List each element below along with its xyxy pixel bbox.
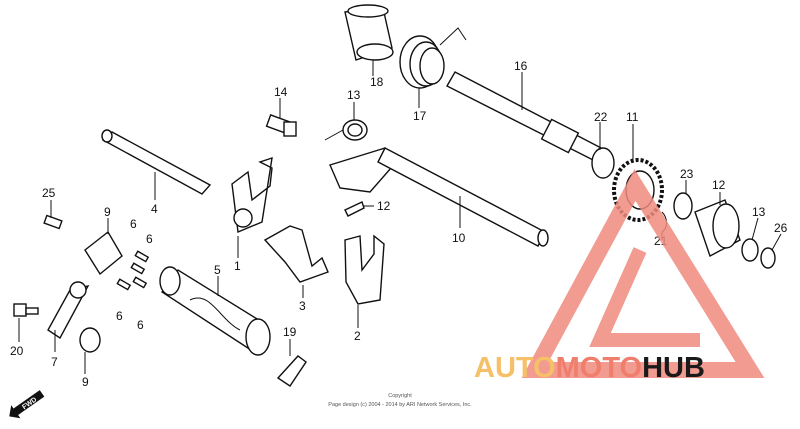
part-1-fork [231,156,273,234]
copyright-line-1: Copyright [388,393,412,399]
callout-18: 17 [413,109,427,123]
callout-14: 11 [626,110,639,124]
part-6-pins [116,250,150,291]
callout-23: 22 [594,110,608,124]
callout-4: 4 [151,202,158,216]
part-16-ring [741,238,759,262]
fwd-arrow-icon: FWD [9,390,45,419]
leader-lines [18,60,782,374]
part-26-ring [760,247,776,269]
callout-25: 25 [42,186,56,200]
callout-21: 20 [10,344,24,358]
part-25-bolt [43,214,63,230]
callout-5: 5 [214,263,221,277]
part-19-sleeve [344,4,394,61]
part-9-spring [79,327,101,353]
watermark-logo-icon [521,169,765,378]
callout-6c: 6 [116,309,123,323]
callout-24: 23 [680,167,694,181]
callout-10: 10 [452,231,466,245]
callout-13: 14 [274,85,288,99]
callout-7: 7 [51,355,58,369]
part-7-lever [47,281,90,340]
part-8-plate [84,230,123,276]
callout-20: 19 [283,325,297,339]
part-23-washer [591,147,615,179]
callout-11: 12 [377,199,391,213]
callout-8: 9 [104,205,111,219]
callout-19: 18 [370,75,384,89]
watermark-moto: MOTO [556,352,642,384]
part-21-bolt [13,303,39,317]
part-10-shift-shaft [329,147,549,247]
watermark-hub: HUB [642,352,705,384]
part-4-rod [101,129,212,195]
part-13-bolt [265,114,297,137]
callout-12: 13 [347,88,361,102]
callout-1: 1 [234,259,241,273]
callout-6a: 6 [130,217,137,231]
callout-16: 13 [752,205,766,219]
watermark-auto: AUTO [474,352,556,384]
fwd-label: FWD [21,396,38,411]
part-15-collar [694,199,741,258]
callout-15: 12 [712,178,726,192]
part-17-shaft [446,71,607,163]
callout-6b: 6 [146,232,153,246]
watermark-text: AUTOMOTOHUB [474,352,705,384]
part-3-fork [263,225,329,283]
callout-labels: 18 17 16 22 11 23 12 13 26 2 1 14 13 12 1… [10,59,788,389]
part-11-spring [344,201,365,217]
part-18-spring [399,27,467,89]
part-24-ring [673,192,693,220]
part-2-fork [344,234,385,305]
part-20-plate [276,355,307,387]
callout-2: 2 [354,329,361,343]
callout-9: 9 [82,375,89,389]
part-5-drum [159,266,271,356]
callout-3: 3 [299,299,306,313]
callout-17: 16 [514,59,528,73]
copyright-line-2: Page design (c) 2004 - 2014 by ARI Netwo… [328,402,472,408]
callout-6d: 6 [137,318,144,332]
part-12-spring [324,119,368,141]
callout-26: 26 [774,221,788,235]
